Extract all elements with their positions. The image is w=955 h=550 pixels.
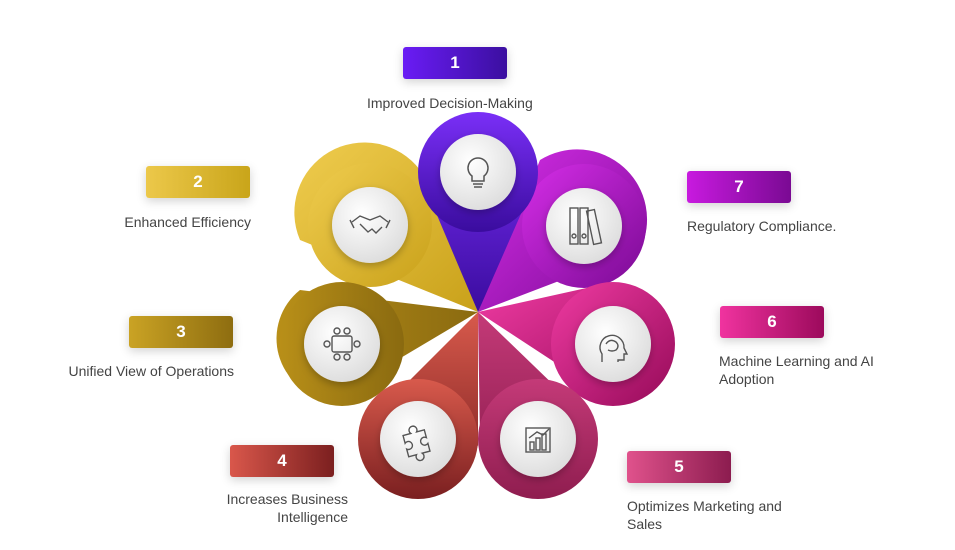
- growth-chart-icon: [525, 427, 551, 453]
- badge-7: 7: [687, 171, 791, 203]
- icon-circle-7: [546, 188, 622, 264]
- badge-3: 3: [129, 316, 233, 348]
- badge-4: 4: [230, 445, 334, 477]
- badge-5: 5: [627, 451, 731, 483]
- label-1: Improved Decision-Making: [367, 95, 533, 111]
- icon-circle-1: [440, 134, 516, 210]
- label-7: Regulatory Compliance.: [687, 218, 837, 234]
- icon-circle-4: [380, 401, 456, 477]
- icon-circle-6: [575, 306, 651, 382]
- icon-circle-3: [304, 306, 380, 382]
- brain-head-icon: [599, 334, 629, 362]
- badge-2: 2: [146, 166, 250, 198]
- puzzle-icon: [402, 425, 431, 462]
- label-6: Machine Learning and AI Adoption: [719, 353, 874, 387]
- icon-circle-2: [332, 187, 408, 263]
- icon-circle-5: [500, 401, 576, 477]
- binders-icon: [569, 207, 603, 246]
- label-3: Unified View of Operations: [68, 363, 235, 379]
- handshake-icon: [349, 215, 391, 234]
- badge-1: 1: [403, 47, 507, 79]
- label-4: Increases Business Intelligence: [226, 491, 348, 525]
- meeting-table-icon: [323, 327, 361, 361]
- label-2: Enhanced Efficiency: [124, 214, 251, 230]
- lightbulb-icon: [467, 157, 489, 188]
- label-5: Optimizes Marketing and Sales: [627, 498, 782, 532]
- badge-6: 6: [720, 306, 824, 338]
